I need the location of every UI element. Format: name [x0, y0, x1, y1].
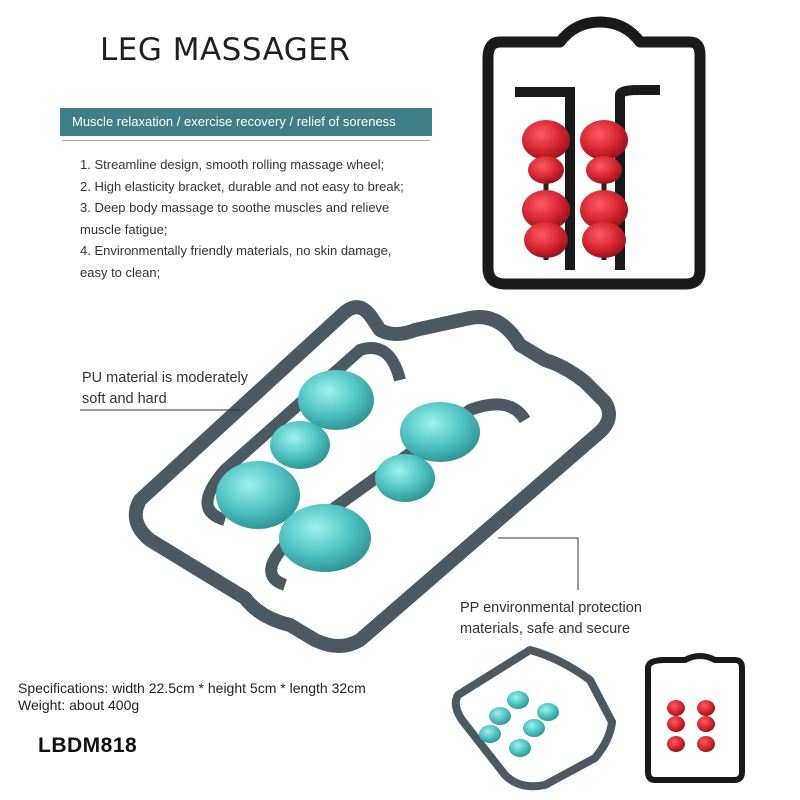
callout-lines [80, 409, 579, 590]
feature-list: 1. Streamline design, smooth rolling mas… [80, 154, 440, 283]
feature-item: 1. Streamline design, smooth rolling mas… [80, 157, 385, 172]
feature-item: 3. Deep body massage to soothe muscles a… [80, 200, 390, 215]
spec-weight: Weight: about 400g [18, 697, 140, 713]
tagline-divider [62, 140, 430, 141]
grey-massager-main [128, 300, 616, 653]
pp-material-callout: PP environmental protection materials, s… [460, 598, 642, 640]
feature-item: 4. Environmentally friendly materials, n… [80, 243, 392, 258]
black-massager-small [645, 653, 745, 783]
red-rollers [522, 120, 628, 258]
callout-line: PU material is moderately [82, 370, 248, 386]
feature-item: muscle fatigue; [80, 221, 168, 237]
pu-material-callout: PU material is moderately soft and hard [82, 368, 248, 410]
feature-item: 2. High elasticity bracket, durable and … [80, 178, 404, 194]
grey-massager-small [451, 646, 616, 791]
feature-item: easy to clean; [80, 264, 161, 280]
callout-line: PP environmental protection [460, 600, 642, 616]
callout-line: soft and hard [82, 391, 167, 407]
teal-rollers [216, 370, 480, 572]
black-massager-top [482, 16, 706, 290]
tagline-banner: Muscle relaxation / exercise recovery / … [60, 108, 432, 136]
spec-dimensions: Specifications: width 22.5cm * height 5c… [18, 680, 366, 696]
page-title: LEG MASSAGER [100, 32, 351, 68]
specifications: Specifications: width 22.5cm * height 5c… [18, 680, 366, 714]
callout-line: materials, safe and secure [460, 621, 631, 637]
model-number: LBDM818 [38, 734, 138, 757]
